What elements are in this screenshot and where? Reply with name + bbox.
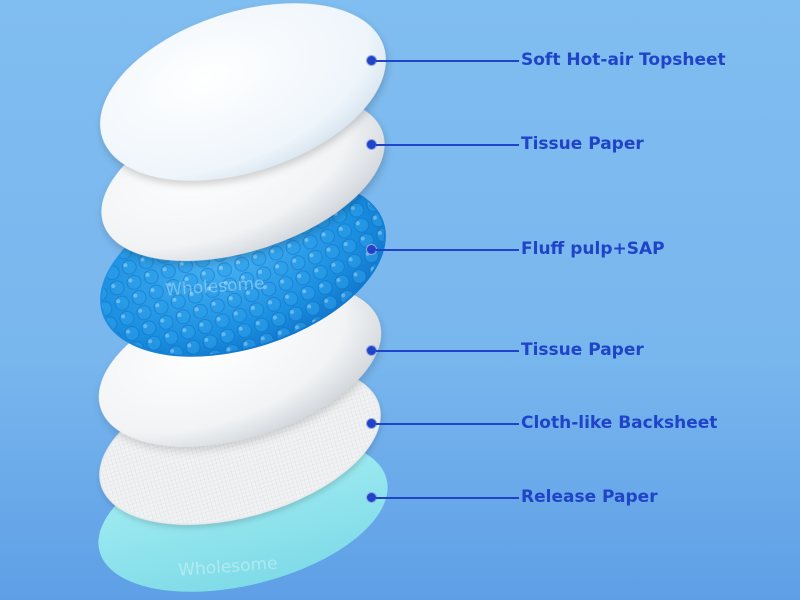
leader-line <box>376 144 519 146</box>
callout-topsheet: Soft Hot-air Topsheet <box>366 50 766 70</box>
label-tissue-paper-upper: Tissue Paper <box>521 134 644 154</box>
label-tissue-paper-lower: Tissue Paper <box>521 340 644 360</box>
callout-tissue-paper-lower: Tissue Paper <box>366 340 766 360</box>
callout-backsheet: Cloth-like Backsheet <box>366 413 766 433</box>
leader-line <box>376 249 519 251</box>
leader-line <box>376 350 519 352</box>
leader-line <box>376 423 519 425</box>
callout-fluff-pulp-sap: Fluff pulp+SAP <box>366 239 766 259</box>
leader-line <box>376 60 519 62</box>
label-release-paper: Release Paper <box>521 487 658 507</box>
leader-line <box>376 497 519 499</box>
label-fluff-pulp-sap: Fluff pulp+SAP <box>521 239 665 259</box>
label-topsheet: Soft Hot-air Topsheet <box>521 50 726 70</box>
label-backsheet: Cloth-like Backsheet <box>521 413 718 433</box>
callout-release-paper: Release Paper <box>366 487 766 507</box>
callout-tissue-paper-upper: Tissue Paper <box>366 134 766 154</box>
layer-soft-hot-air-topsheet <box>100 3 386 181</box>
